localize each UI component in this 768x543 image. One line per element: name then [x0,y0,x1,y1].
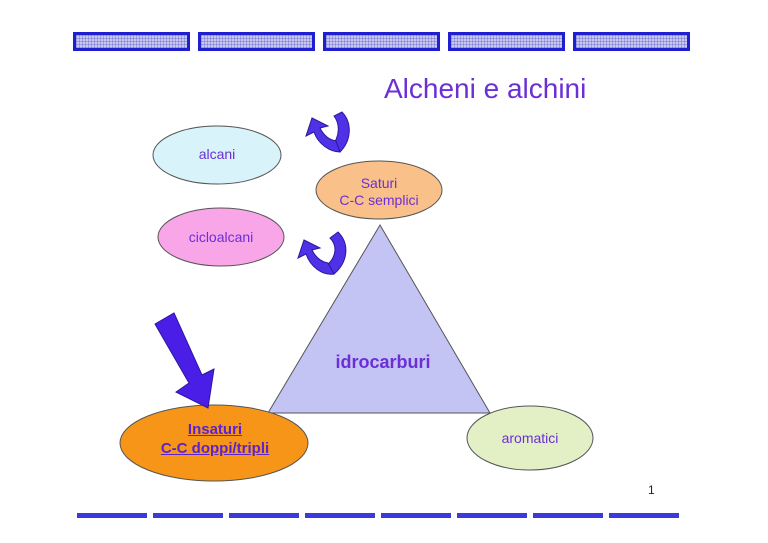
insaturi-node [119,404,309,482]
bottom-bar-segment [153,513,223,518]
insaturi-label-line2: C-C doppi/tripli [160,440,270,457]
page-number: 1 [648,483,655,497]
hydrocarbon-triangle [267,224,491,414]
top-bar-segment [73,32,190,51]
down-arrow-icon [154,312,215,409]
bottom-bar-segment [77,513,147,518]
bottom-bar-segment [533,513,603,518]
bottom-bar-segment [305,513,375,518]
curved-arrow-icon [305,111,350,153]
saturi-label-line2: C-C semplici [339,192,419,208]
bottom-bar-segment [229,513,299,518]
center-label: idrocarburi [335,352,431,372]
top-bar-segment [198,32,315,51]
cicloalcani-label: cicloalcani [188,229,254,245]
insaturi-label-line1: Insaturi [187,421,243,438]
top-bar-segment [448,32,565,51]
bottom-bar-segment [609,513,679,518]
slide-title: Alcheni e alchini [384,73,587,104]
aromatici-label: aromatici [501,430,559,446]
top-bar-segment [573,32,690,51]
saturi-label-line1: Saturi [360,175,398,191]
alcani-node [152,125,282,185]
top-bar-segment [323,32,440,51]
aromatici-node [466,405,594,471]
saturi-node [315,160,443,220]
cicloalcani-node [157,207,285,267]
alcani-label: alcani [198,146,236,162]
curved-arrow-icon [297,231,347,275]
bottom-bar-segment [457,513,527,518]
bottom-bar-segment [381,513,451,518]
